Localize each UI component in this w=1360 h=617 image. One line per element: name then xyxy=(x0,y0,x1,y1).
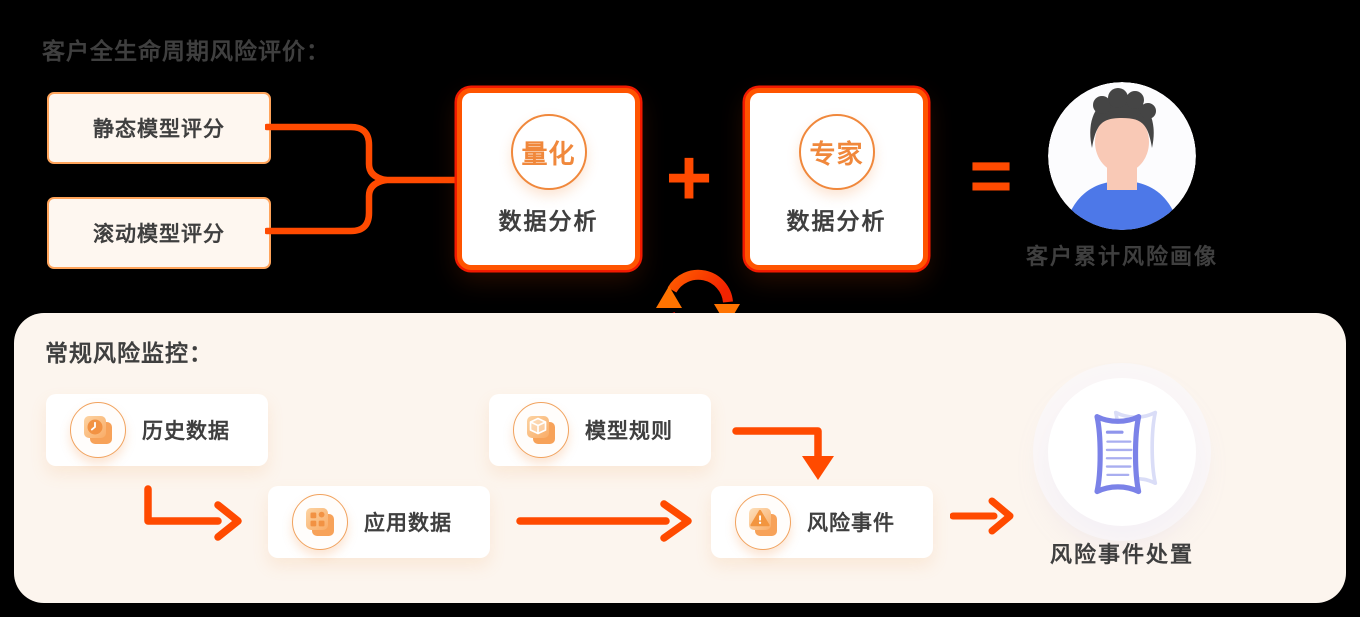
card-label: 应用数据 xyxy=(364,512,452,535)
risk-disposal-caption: 风险事件处置 xyxy=(1049,542,1194,567)
box-static-label: 静态模型评分 xyxy=(93,118,225,141)
card-label: 历史数据 xyxy=(142,420,230,443)
expert-analysis-label: 数据分析 xyxy=(786,208,887,234)
monitor-title: 常规风险监控： xyxy=(45,340,213,366)
expert-badge: 专家 xyxy=(798,114,875,190)
flow-arrow-rules-to-risk-icon xyxy=(732,427,834,480)
box-rolling-model-score: 滚动模型评分 xyxy=(47,197,271,269)
card-history-data: 历史数据 xyxy=(46,394,268,466)
quantitative-badge-label: 量化 xyxy=(521,138,576,169)
clock-history-icon xyxy=(70,402,126,458)
box-static-model-score: 静态模型评分 xyxy=(47,92,271,164)
risk-disposal-circle xyxy=(1048,378,1196,526)
warning-icon xyxy=(735,494,791,550)
analysis-box-quantitative: 量化 数据分析 xyxy=(457,88,640,270)
card-risk-event: 风险事件 xyxy=(711,486,933,558)
page-title: 客户全生命周期风险评价： xyxy=(42,38,330,64)
avatar-caption: 客户累计风险画像 xyxy=(1025,244,1218,269)
flow-arrow-app-to-risk-icon xyxy=(516,500,692,542)
document-scroll-icon xyxy=(1094,410,1158,495)
quantitative-analysis-label: 数据分析 xyxy=(498,208,599,234)
cube-icon xyxy=(513,402,569,458)
analysis-box-expert: 专家 数据分析 xyxy=(745,88,928,270)
brace-connector-icon xyxy=(265,123,461,235)
card-model-rules: 模型规则 xyxy=(489,394,711,466)
plus-operator: + xyxy=(665,133,713,222)
card-label: 风险事件 xyxy=(807,512,895,535)
flow-arrow-history-to-app-icon xyxy=(144,485,242,541)
card-application-data: 应用数据 xyxy=(268,486,490,558)
expert-badge-label: 专家 xyxy=(809,138,864,169)
equals-operator: = xyxy=(969,134,1013,217)
quantitative-badge: 量化 xyxy=(510,114,587,190)
apps-grid-icon xyxy=(292,494,348,550)
box-rolling-label: 滚动模型评分 xyxy=(93,223,225,246)
person-avatar-icon xyxy=(1048,82,1196,230)
flow-arrow-risk-to-disposal-icon xyxy=(950,497,1014,535)
card-label: 模型规则 xyxy=(585,420,673,443)
